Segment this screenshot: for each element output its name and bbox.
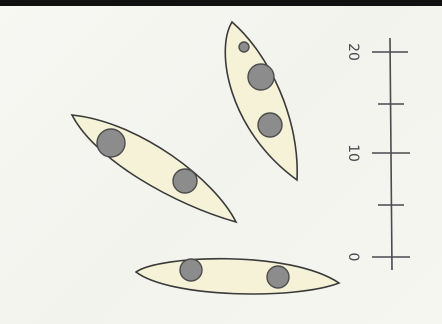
- spore-horizontal: [136, 259, 339, 294]
- tick-label-10: 10: [345, 144, 361, 162]
- guttule: [248, 64, 274, 90]
- guttule: [97, 129, 125, 157]
- spore-outline: [225, 22, 297, 180]
- scale-axis-line: [390, 38, 392, 270]
- spore-vertical: [225, 22, 297, 180]
- guttule: [267, 266, 289, 288]
- tick-label-0: 0: [345, 253, 361, 262]
- scale-bar: 20 10 0: [345, 38, 410, 270]
- tick-label-20: 20: [345, 43, 361, 61]
- guttule-small: [239, 42, 249, 52]
- guttule: [180, 259, 202, 281]
- spore-outline: [72, 115, 236, 222]
- spore-diagonal: [72, 115, 236, 222]
- spore-outline: [136, 259, 339, 294]
- guttule: [173, 169, 197, 193]
- guttule: [258, 113, 282, 137]
